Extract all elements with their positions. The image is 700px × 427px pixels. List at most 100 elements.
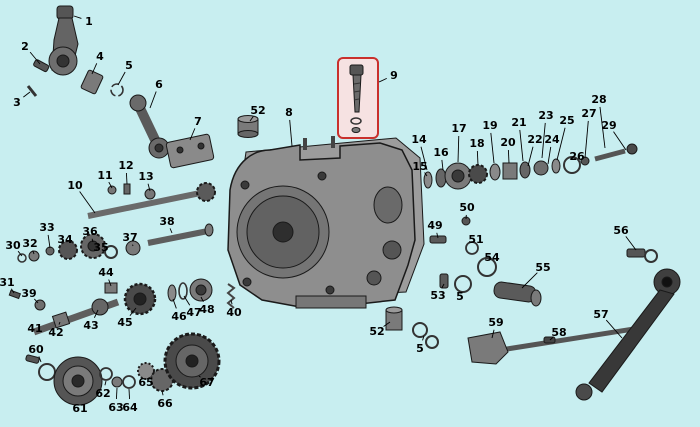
part-label-38[interactable]: 38 <box>159 215 174 228</box>
part-label-58[interactable]: 58 <box>551 326 566 339</box>
leader-line-3 <box>23 91 31 98</box>
part-label-4[interactable]: 4 <box>96 50 104 63</box>
leader-line-46 <box>172 298 177 309</box>
part-label-67[interactable]: 67 <box>199 376 214 389</box>
leader-line-15 <box>424 172 428 177</box>
part-label-3[interactable]: 3 <box>13 96 21 109</box>
leader-line-17 <box>457 135 460 163</box>
part-label-12[interactable]: 12 <box>118 159 133 172</box>
leader-line-5 <box>422 335 425 341</box>
part-label-14[interactable]: 14 <box>411 133 427 146</box>
part-label-57[interactable]: 57 <box>593 308 608 321</box>
part-label-64[interactable]: 64 <box>122 401 138 414</box>
part-label-47[interactable]: 47 <box>186 306 201 319</box>
part-label-25[interactable]: 25 <box>559 114 574 127</box>
part-label-51[interactable]: 51 <box>468 233 483 246</box>
part-label-11[interactable]: 11 <box>97 169 112 182</box>
part-label-27[interactable]: 27 <box>581 107 596 120</box>
part-label-5[interactable]: 5 <box>125 59 133 72</box>
part-label-61[interactable]: 61 <box>72 402 87 415</box>
leader-line-55 <box>521 272 538 289</box>
part-label-30[interactable]: 30 <box>5 239 21 252</box>
part-label-52[interactable]: 52 <box>369 325 384 338</box>
part-label-66[interactable]: 66 <box>157 397 173 410</box>
leader-line-59 <box>491 329 495 339</box>
part-label-55[interactable]: 55 <box>535 261 550 274</box>
part-label-53[interactable]: 53 <box>430 289 445 302</box>
part-label-10[interactable]: 10 <box>67 179 83 192</box>
kick-lever <box>575 248 681 401</box>
part-label-63[interactable]: 63 <box>108 401 123 414</box>
part-label-31[interactable]: 31 <box>0 276 15 289</box>
part-label-41[interactable]: 41 <box>27 322 42 335</box>
leader-line-18 <box>476 150 479 166</box>
crank-arm-assembly <box>26 5 79 97</box>
part-label-16[interactable]: 16 <box>433 146 449 159</box>
leader-line-22 <box>527 146 534 167</box>
part-label-45[interactable]: 45 <box>117 316 132 329</box>
part-label-39[interactable]: 39 <box>21 287 36 300</box>
spindle-and-linkage <box>467 281 641 365</box>
part-label-37[interactable]: 37 <box>122 231 137 244</box>
part-label-28[interactable]: 28 <box>591 93 606 106</box>
part-label-44[interactable]: 44 <box>98 266 114 279</box>
part-label-5[interactable]: 5 <box>416 342 424 355</box>
leader-line-11 <box>108 181 113 189</box>
part-label-46[interactable]: 46 <box>171 310 187 323</box>
part-label-8[interactable]: 8 <box>285 106 293 119</box>
part-label-17[interactable]: 17 <box>451 122 466 135</box>
part-label-59[interactable]: 59 <box>488 316 503 329</box>
part-label-29[interactable]: 29 <box>601 119 616 132</box>
part-label-23[interactable]: 23 <box>538 109 553 122</box>
leader-line-29 <box>613 131 627 151</box>
small-pins <box>8 289 46 311</box>
part-label-21[interactable]: 21 <box>511 116 526 129</box>
part-label-6[interactable]: 6 <box>155 78 163 91</box>
part-label-5[interactable]: 5 <box>456 290 464 303</box>
part-label-2[interactable]: 2 <box>21 40 29 53</box>
part-label-50[interactable]: 50 <box>459 201 475 214</box>
part-label-49[interactable]: 49 <box>427 219 442 232</box>
part-label-35[interactable]: 35 <box>93 241 108 254</box>
leader-line-30 <box>17 250 23 257</box>
part-label-32[interactable]: 32 <box>22 237 37 250</box>
part-label-43[interactable]: 43 <box>83 319 98 332</box>
leader-line-7 <box>189 128 196 141</box>
part-label-7[interactable]: 7 <box>194 115 202 128</box>
part-label-26[interactable]: 26 <box>569 150 585 163</box>
part-label-18[interactable]: 18 <box>469 137 484 150</box>
part-label-24[interactable]: 24 <box>544 133 560 146</box>
leader-line-10 <box>79 191 96 214</box>
part-label-20[interactable]: 20 <box>500 136 516 149</box>
part-label-48[interactable]: 48 <box>199 303 214 316</box>
part-label-65[interactable]: 65 <box>138 376 153 389</box>
leader-line-9 <box>378 77 387 83</box>
part-label-1[interactable]: 1 <box>85 15 93 28</box>
part-label-9[interactable]: 9 <box>390 69 398 82</box>
part-label-13[interactable]: 13 <box>138 170 153 183</box>
part-label-60[interactable]: 60 <box>28 343 44 356</box>
part-label-54[interactable]: 54 <box>484 251 500 264</box>
part-label-40[interactable]: 40 <box>226 306 242 319</box>
part-label-33[interactable]: 33 <box>39 221 54 234</box>
part-label-19[interactable]: 19 <box>482 119 497 132</box>
leader-line-48 <box>200 296 204 303</box>
leader-line-38 <box>169 228 173 234</box>
part-label-62[interactable]: 62 <box>95 387 110 400</box>
part-label-52[interactable]: 52 <box>250 104 265 117</box>
part-label-15[interactable]: 15 <box>412 160 427 173</box>
bushing-52-top <box>237 115 259 138</box>
part-label-22[interactable]: 22 <box>527 133 542 146</box>
clutch-shaft-hardware-row <box>423 143 638 190</box>
leader-line-66 <box>161 390 164 396</box>
part-label-42[interactable]: 42 <box>48 326 63 339</box>
leader-line-62 <box>104 380 107 386</box>
leader-line-57 <box>605 319 623 339</box>
stud-bolt-part-9[interactable] <box>349 64 364 133</box>
part-label-34[interactable]: 34 <box>57 233 73 246</box>
part-label-36[interactable]: 36 <box>82 225 98 238</box>
part-label-56[interactable]: 56 <box>613 224 629 237</box>
leader-line-52 <box>383 321 391 327</box>
leader-line-4 <box>91 63 98 75</box>
